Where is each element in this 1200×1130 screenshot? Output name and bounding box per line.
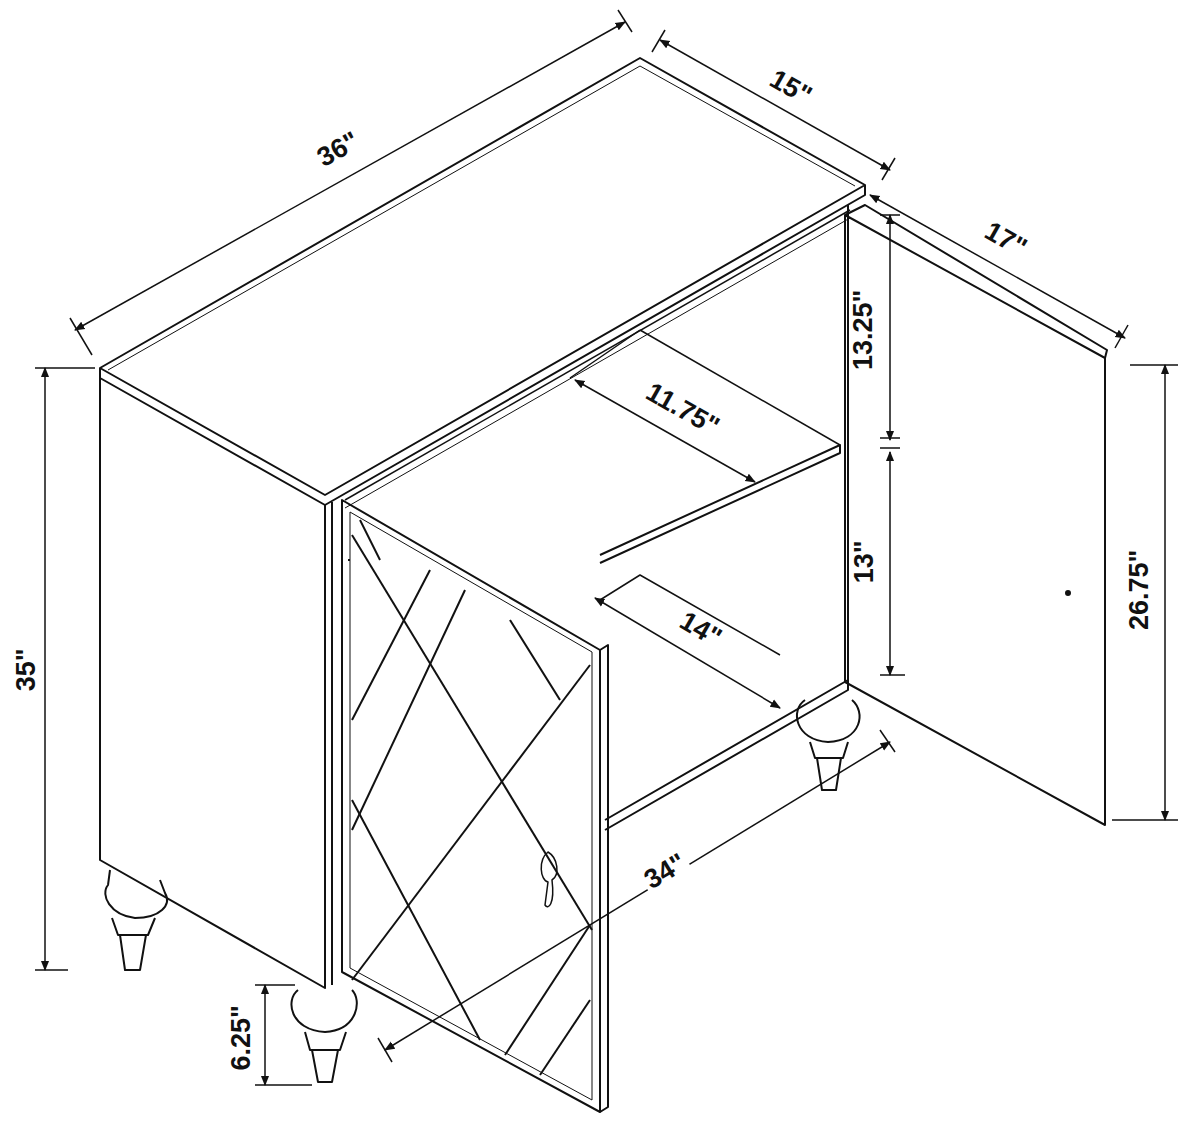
dimension-label: 34" bbox=[636, 847, 693, 898]
bottom-rail bbox=[605, 680, 848, 830]
left-door-edge bbox=[600, 645, 608, 1112]
dimension-label: 17" bbox=[976, 215, 1033, 265]
bottom-back-edge bbox=[600, 575, 780, 655]
right-stile bbox=[847, 205, 849, 690]
right-door-edge bbox=[845, 205, 1107, 358]
dimension-label: 35" bbox=[11, 646, 41, 695]
dimension-label: 11.75" bbox=[638, 376, 727, 444]
legs bbox=[105, 700, 859, 1082]
dimension-label: 13.25" bbox=[849, 287, 879, 373]
left-door-inset bbox=[350, 512, 592, 1100]
front-rail bbox=[345, 210, 850, 500]
dimension-label: 6.25" bbox=[227, 1002, 257, 1073]
dimension-label: 15" bbox=[761, 63, 818, 113]
top-inset bbox=[108, 66, 855, 370]
front-rail-inner bbox=[345, 218, 850, 508]
side-panel bbox=[100, 378, 325, 988]
dimension-lines bbox=[35, 10, 1178, 1085]
dimension-label: 36" bbox=[309, 125, 366, 175]
door-lattice bbox=[348, 520, 592, 1075]
door-handle bbox=[541, 852, 557, 907]
front-stile bbox=[331, 502, 333, 985]
back-top-edge bbox=[570, 330, 640, 378]
top-edge bbox=[100, 185, 865, 505]
dimension-label: 26.75" bbox=[1125, 547, 1155, 633]
door-knob-hole bbox=[1066, 591, 1070, 595]
dimension-label: 14" bbox=[671, 605, 728, 655]
dimension-label: 13" bbox=[849, 538, 879, 587]
left-door bbox=[342, 500, 600, 1112]
right-door bbox=[845, 215, 1105, 825]
